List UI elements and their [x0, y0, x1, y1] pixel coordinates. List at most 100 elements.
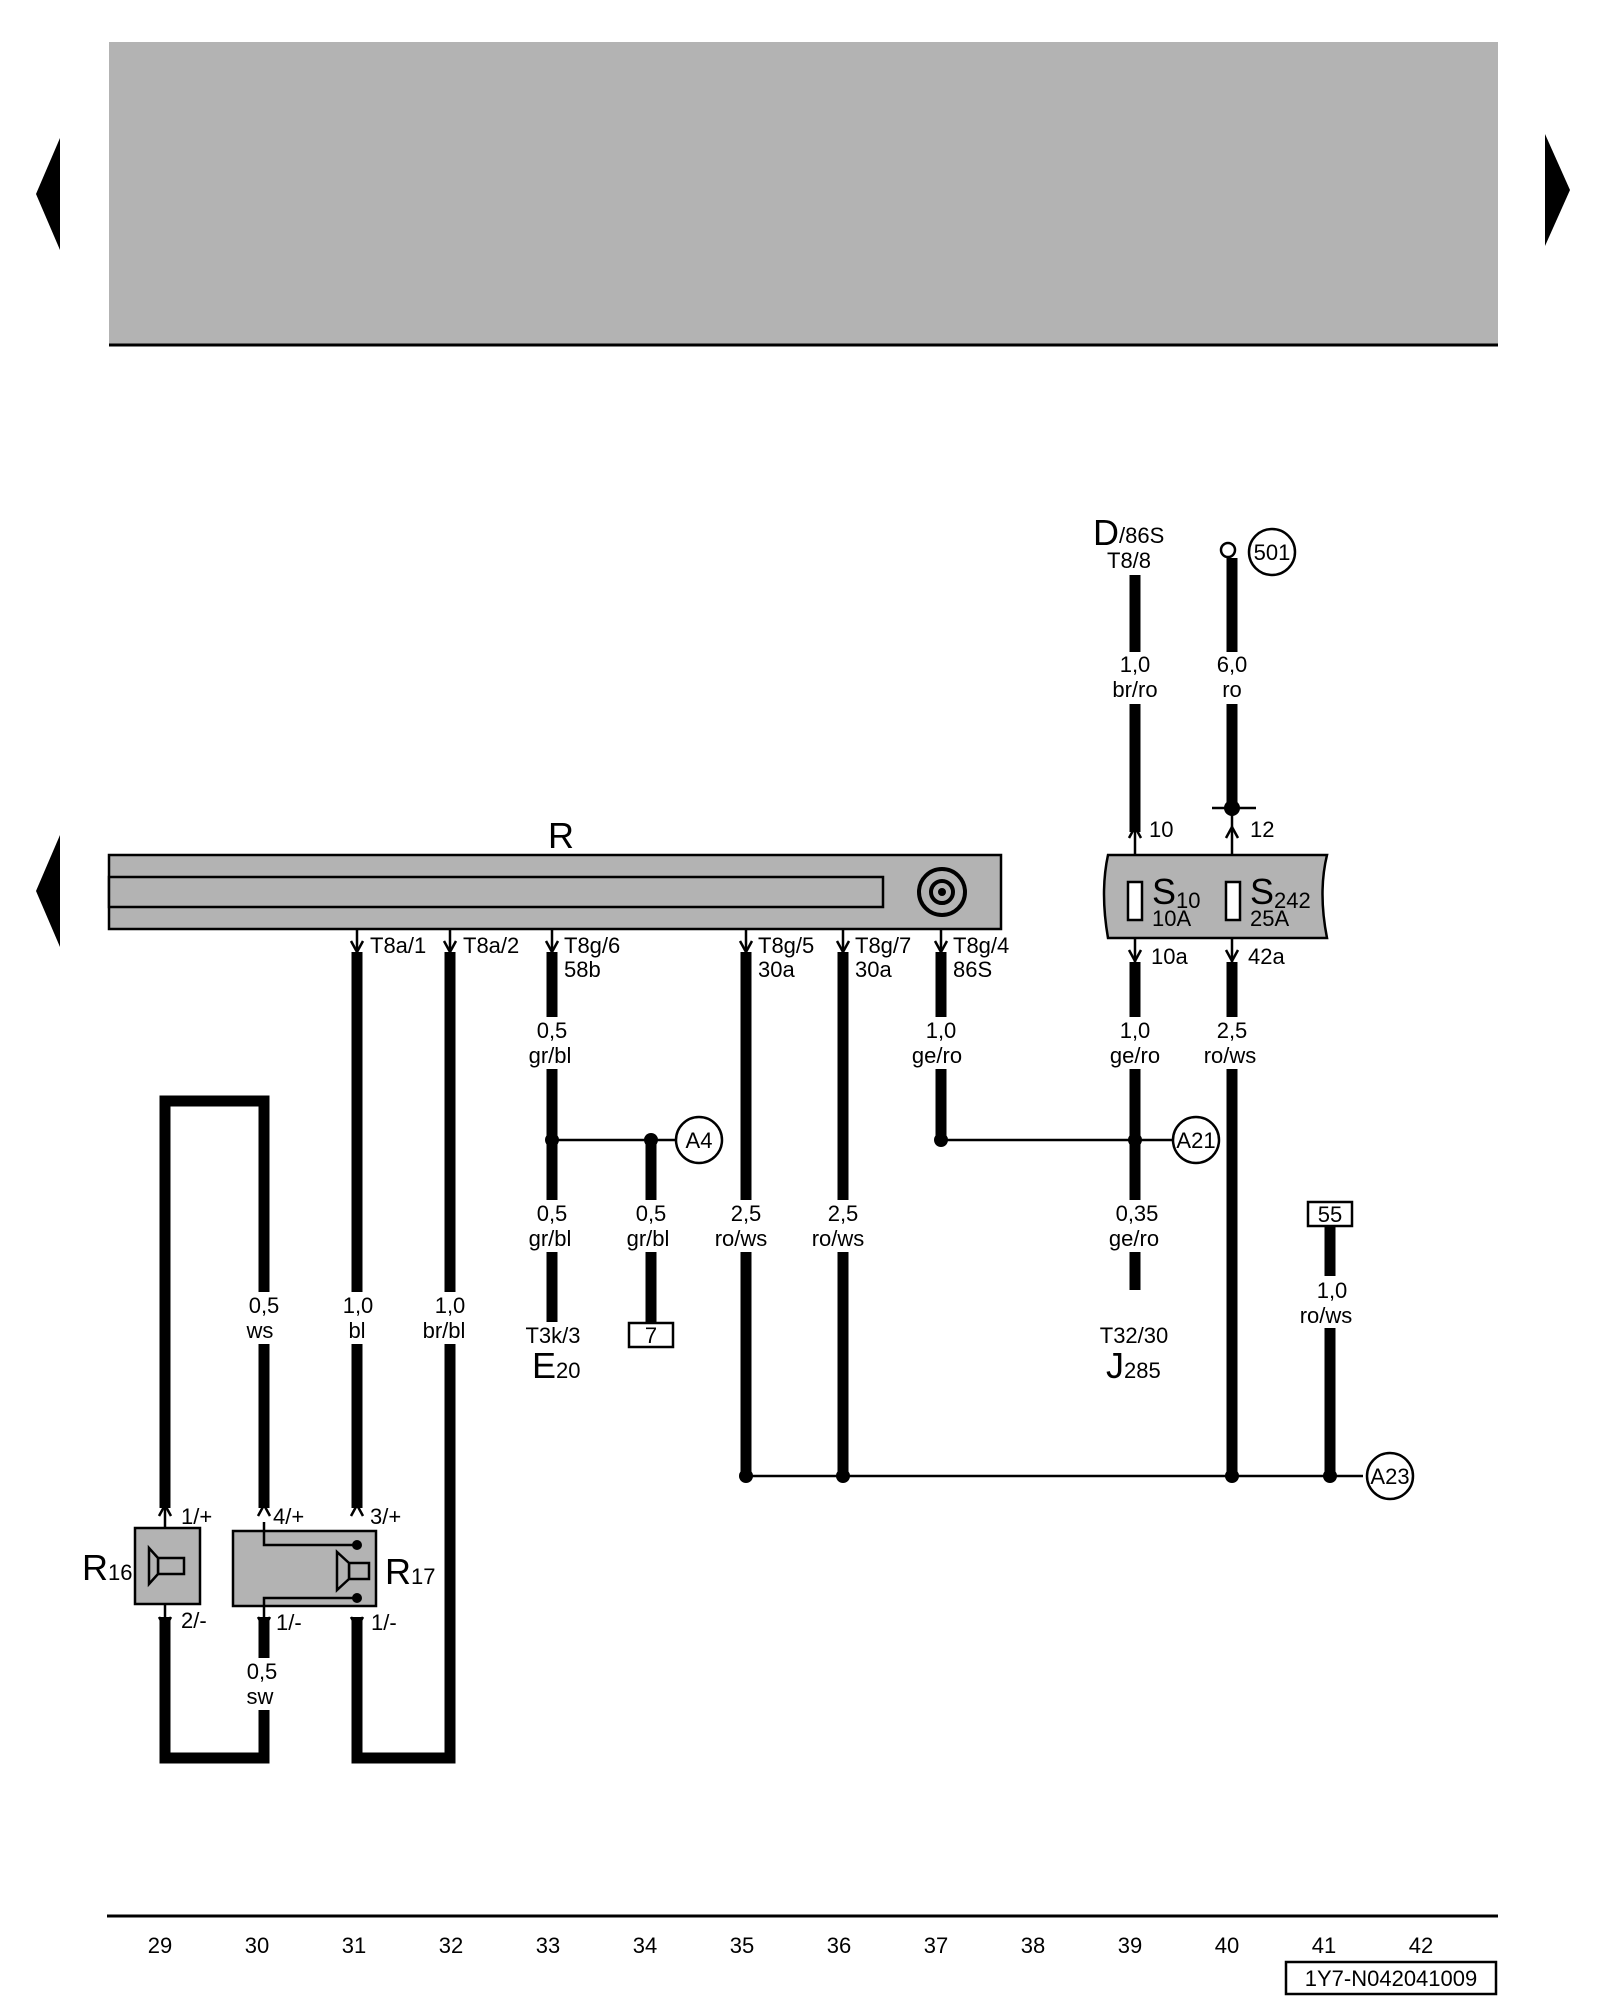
pin-12-label: 12: [1250, 817, 1274, 842]
wire-sw-color: sw: [247, 1684, 274, 1709]
fuse-box-body: [1102, 853, 1329, 940]
previous-page-arrow[interactable]: [36, 138, 60, 250]
column-number: 42: [1409, 1933, 1433, 1958]
r17-pin3-label: 3/+: [370, 1504, 401, 1529]
pin-10a-label: 10a: [1151, 944, 1188, 969]
speaker-r16-label: R16: [82, 1547, 132, 1588]
wire-10a-color: ge/ro: [1110, 1043, 1160, 1068]
wire-c31-size: 1,0: [343, 1293, 374, 1318]
column-number: 36: [827, 1933, 851, 1958]
column-number: 29: [148, 1933, 172, 1958]
connector-a21-label: A21: [1176, 1128, 1215, 1153]
wire-e20-label-gap: [518, 1200, 586, 1252]
connector-501-circle: [1247, 527, 1297, 577]
wire-c30-label-gap: [234, 1292, 294, 1344]
r17-pin1b-label: 1/-: [371, 1610, 397, 1635]
speaker-r17-internal-minus: [262, 1596, 357, 1617]
wire-d86s-color: br/ro: [1112, 677, 1157, 702]
speaker-r17-box: [231, 1529, 378, 1608]
column-number: 39: [1118, 1933, 1142, 1958]
fuse-s10-label: S10: [1152, 871, 1201, 913]
fuse-s242-label: S242: [1250, 871, 1311, 913]
wire-t8g6-size: 0,5: [537, 1018, 568, 1043]
r16-pin1-label: 1/+: [181, 1504, 212, 1529]
wire-ref7-size: 0,5: [636, 1201, 667, 1226]
a23-junction-41: [1323, 1469, 1337, 1483]
wire-ref7-color: gr/bl: [627, 1226, 670, 1251]
wire-c31-color: bl: [348, 1318, 365, 1343]
wire-d86s-size: 1,0: [1120, 652, 1151, 677]
wire-ref55-label-gap: [1292, 1276, 1368, 1328]
wire-42a-label-gap: [1195, 1017, 1269, 1069]
wire-42a-size: 2,5: [1217, 1018, 1248, 1043]
wire-501-size: 6,0: [1217, 652, 1248, 677]
pin-t8g5-label: T8g/5: [758, 933, 814, 958]
wire-t8g7-label-gap: [805, 1200, 881, 1252]
radio-unit-slot: [107, 875, 885, 909]
wire-e20-color: gr/bl: [529, 1226, 572, 1251]
terminal-501-point: [1219, 541, 1237, 559]
wire-t8g5-size: 2,5: [731, 1201, 762, 1226]
wire-t8g6-label-gap: [518, 1017, 586, 1069]
fuse-s10-rating: 10A: [1152, 906, 1191, 931]
wire-t8g5-color: ro/ws: [715, 1226, 768, 1251]
wire-t8g4-color: ge/ro: [912, 1043, 962, 1068]
speaker-r17-internal-plus: [262, 1522, 357, 1547]
r16-pin2-arrow: [157, 1616, 173, 1631]
speaker-r17-label: R17: [385, 1551, 435, 1592]
r17-node-minus: [352, 1593, 362, 1603]
pin-42a-label: 42a: [1248, 944, 1285, 969]
pin-10-label: 10: [1149, 817, 1173, 842]
r16-pin1-arrow: [157, 1502, 173, 1517]
wire-10a-size: 1,0: [1120, 1018, 1151, 1043]
j285-label: J285: [1106, 1345, 1161, 1386]
antenna-socket-pin: [938, 888, 946, 896]
connector-a21-circle: [1171, 1115, 1221, 1165]
wire-t8g4-size: 1,0: [926, 1018, 957, 1043]
a23-junction-36: [836, 1469, 850, 1483]
r17-pin1b-arrow: [349, 1616, 365, 1631]
column-number: 37: [924, 1933, 948, 1958]
wire-j285-label-gap: [1098, 1200, 1172, 1252]
pin-t8g6-label: T8g/6: [564, 933, 620, 958]
r17-pin4-label: 4/+: [273, 1504, 304, 1529]
pin-t8g7-term: 30a: [855, 957, 892, 982]
pin-t8a1-label: T8a/1: [370, 933, 426, 958]
pin-t8g4-label: T8g/4: [953, 933, 1009, 958]
wire-10a-label-gap: [1100, 1017, 1170, 1069]
wire-ref7-label-gap: [617, 1200, 685, 1252]
wire-ref55-size: 1,0: [1317, 1278, 1348, 1303]
pin-t8a2-label: T8a/2: [463, 933, 519, 958]
wire-t8g7-color: ro/ws: [812, 1226, 865, 1251]
fuse-s242-symbol: [1224, 880, 1242, 922]
r17-pin1a-arrow: [256, 1616, 272, 1631]
ignition-switch-pin: T8/8: [1107, 548, 1151, 573]
next-page-arrow[interactable]: [1545, 134, 1570, 246]
wire-sw-label-gap: [234, 1658, 294, 1710]
pin-t8g7-label: T8g/7: [855, 933, 911, 958]
wire-c30-size: 0,5: [249, 1293, 280, 1318]
r17-pin1a-label: 1/-: [276, 1610, 302, 1635]
wire-e20-size: 0,5: [537, 1201, 568, 1226]
speaker-r16-icon: [147, 1544, 160, 1588]
wire-t8g7-size: 2,5: [828, 1201, 859, 1226]
fuse-s10-symbol: [1126, 880, 1144, 922]
wire-42a-color: ro/ws: [1204, 1043, 1257, 1068]
pin-10-arrow: [1127, 824, 1143, 839]
wire-c32-size: 1,0: [435, 1293, 466, 1318]
column-number: 31: [342, 1933, 366, 1958]
wire-ref55-color: ro/ws: [1300, 1303, 1353, 1328]
column-number: 34: [633, 1933, 657, 1958]
reference-7-box[interactable]: [627, 1321, 675, 1349]
ignition-switch-label: D/86S: [1093, 512, 1164, 553]
previous-section-arrow[interactable]: [36, 835, 60, 947]
connector-a4-circle: [674, 1115, 724, 1165]
diagram-ref-box: [1284, 1960, 1498, 1996]
wire-c31-label-gap: [327, 1292, 387, 1344]
diagram-ref: 1Y7-N042041009: [1305, 1966, 1477, 1991]
wire-a21-junction: [1128, 1133, 1142, 1147]
wire-sw-size: 0,5: [247, 1659, 278, 1684]
